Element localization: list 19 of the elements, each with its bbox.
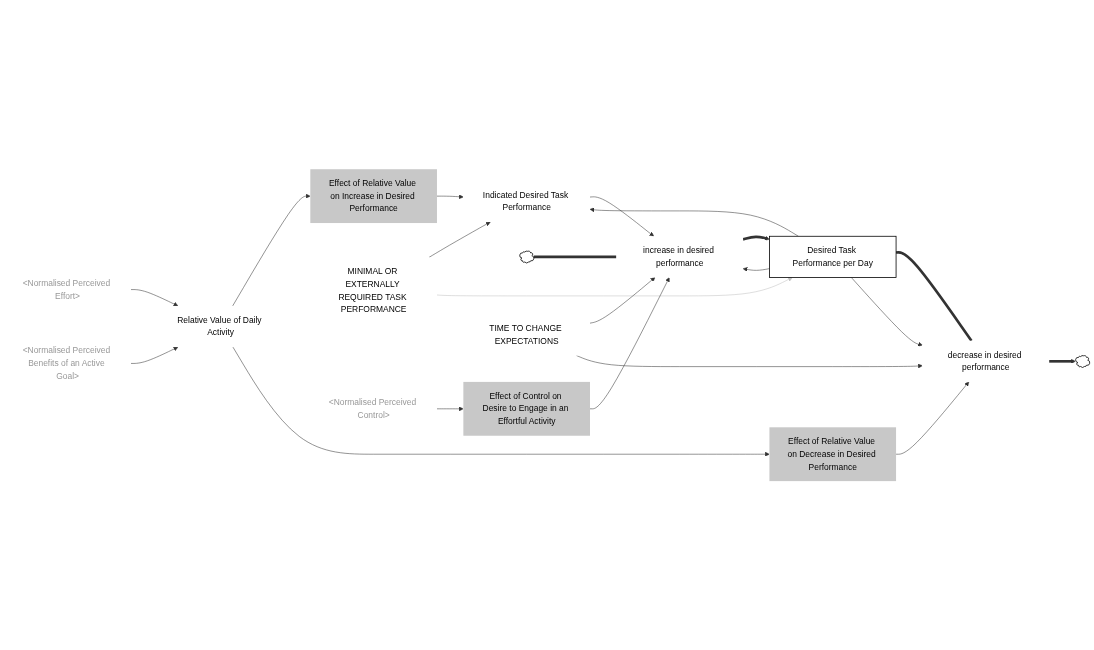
arrow [742, 235, 770, 241]
node-text: Indicated Desired Task Performance [482, 190, 569, 212]
node-box: Effect of Relative Value on Increase in Desired Performance [310, 169, 437, 223]
connector [896, 250, 973, 342]
node-box: Effect of Control on Desire to Engage in an Effortful Activity [463, 381, 590, 436]
node-text: <Normalised Perceived Control> [328, 397, 417, 420]
node-text: <Normalised Perceived Effort> [22, 278, 111, 300]
node-text: MINIMAL OR EXTERNALLY REQUIRED TASK PERFORMANCE [338, 266, 407, 314]
node-box: Effect of Relative Value on Decrease in Desired Performance [769, 427, 897, 481]
node-cloud [519, 250, 535, 264]
node-text: TIME TO CHANGE EXPECTATIONS [489, 323, 562, 346]
node-box: Desired Task Performance per Day [769, 235, 897, 278]
node-text: decrease in desired performance [947, 350, 1022, 372]
node-text: Relative Value of Daily Activity [177, 315, 262, 337]
node-cloud [1075, 355, 1091, 368]
node-text: increase in desired performance [643, 245, 714, 268]
connector [533, 255, 617, 258]
arrow [1049, 358, 1076, 364]
node-text: <Normalised Perceived Benefits of an Active Goal> [22, 345, 111, 381]
